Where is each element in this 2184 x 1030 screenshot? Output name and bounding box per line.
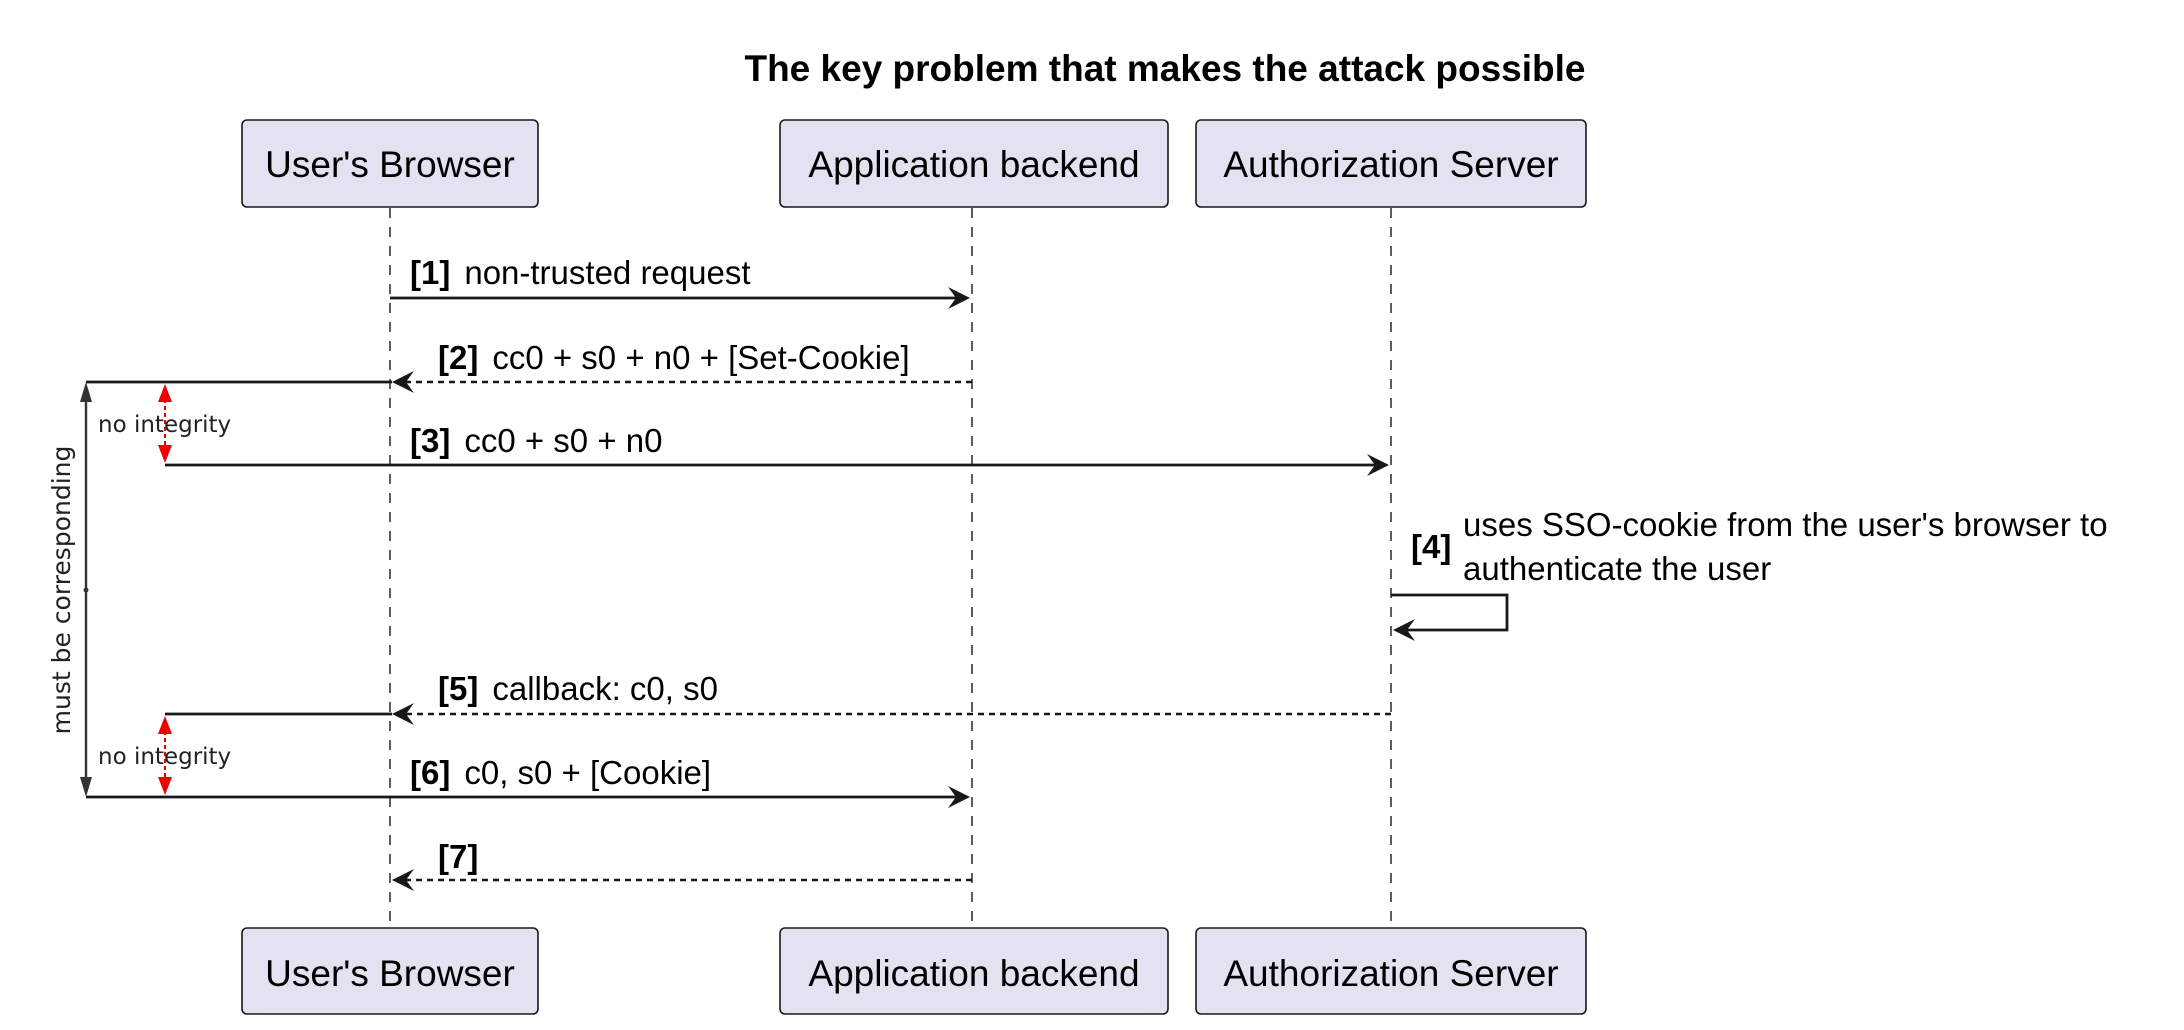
participant-label: Application backend [808, 953, 1139, 994]
red-arrow-down-icon [158, 777, 172, 795]
participant-authserver-top: Authorization Server [1195, 119, 1587, 208]
red-arrow-down-icon [158, 445, 172, 463]
no-integrity-label: no integrity [98, 744, 231, 770]
participant-backend-top: Application backend [779, 119, 1169, 208]
participant-label: User's Browser [265, 144, 515, 185]
message-number: [6] [410, 754, 450, 791]
participant-browser-bottom: User's Browser [241, 927, 539, 1015]
diagram-title: The key problem that makes the attack po… [744, 48, 1585, 89]
red-arrow-up-icon [158, 384, 172, 402]
message-3: [3] cc0 + s0 + n0 [165, 422, 1389, 476]
message-number: [1] [410, 254, 450, 291]
message-4: [4] uses SSO-cookie from the user's brow… [1391, 506, 2108, 641]
message-5-label: [5] callback: c0, s0 [438, 670, 718, 707]
participant-label: Application backend [808, 144, 1139, 185]
message-number: [2] [438, 339, 478, 376]
participant-browser-top: User's Browser [241, 119, 539, 208]
participant-label: User's Browser [265, 953, 515, 994]
message-text-line-2: authenticate the user [1463, 550, 1771, 587]
message-6-label: [6] c0, s0 + [Cookie] [410, 754, 711, 791]
participant-label: Authorization Server [1223, 144, 1558, 185]
correspondence-bracket: must be corresponding [47, 382, 92, 797]
message-number: [5] [438, 670, 478, 707]
message-1: [1] non-trusted request [390, 254, 970, 309]
no-integrity-label: no integrity [98, 412, 231, 438]
participant-label: Authorization Server [1223, 953, 1558, 994]
message-5: [5] callback: c0, s0 [392, 670, 1391, 725]
message-2: [2] cc0 + s0 + n0 + [Set-Cookie] [392, 339, 972, 393]
message-text: cc0 + s0 + n0 [464, 422, 662, 459]
no-integrity-1: no integrity [98, 384, 231, 463]
message-text: callback: c0, s0 [492, 670, 718, 707]
message-7: [7] [392, 838, 972, 891]
message-6: [6] c0, s0 + [Cookie] [86, 754, 970, 808]
message-text: c0, s0 + [Cookie] [464, 754, 711, 791]
arrow-down-icon [80, 777, 92, 797]
message-number: [4] [1411, 528, 1451, 565]
message-number: [7] [438, 838, 478, 875]
message-text-line-1: uses SSO-cookie from the user's browser … [1463, 506, 2108, 543]
message-number: [3] [410, 422, 450, 459]
no-integrity-2: no integrity [98, 716, 231, 795]
must-be-corresponding-label: must be corresponding [47, 446, 76, 735]
message-text: non-trusted request [464, 254, 750, 291]
message-1-label: [1] non-trusted request [410, 254, 751, 291]
arrow-up-icon [80, 382, 92, 402]
message-2-label: [2] cc0 + s0 + n0 + [Set-Cookie] [438, 339, 910, 376]
red-arrow-up-icon [158, 716, 172, 734]
participant-authserver-bottom: Authorization Server [1195, 927, 1587, 1015]
message-text: cc0 + s0 + n0 + [Set-Cookie] [492, 339, 909, 376]
message-3-label: [3] cc0 + s0 + n0 [410, 422, 662, 459]
participant-backend-bottom: Application backend [779, 927, 1169, 1015]
